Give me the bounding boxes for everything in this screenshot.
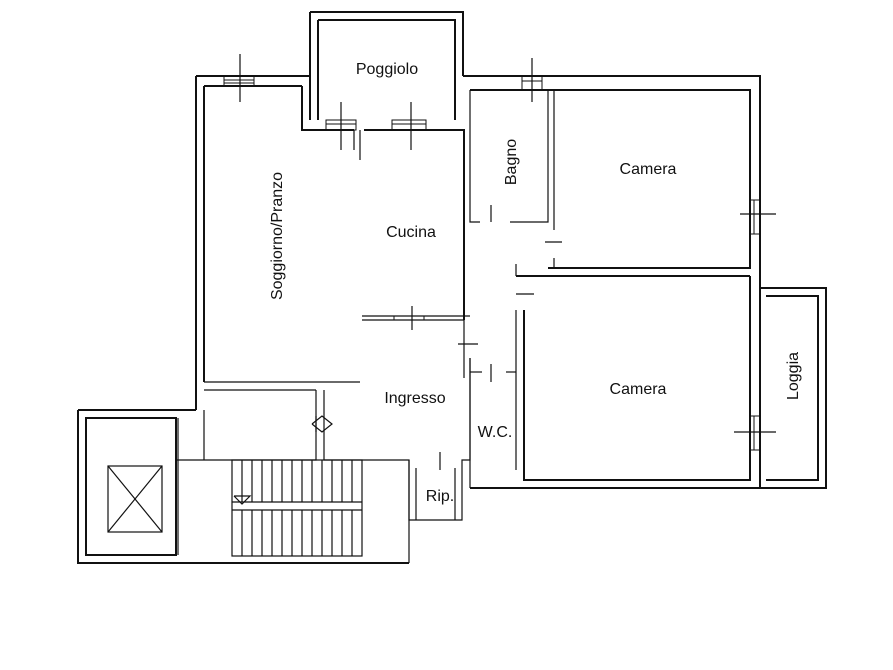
outer-walls: [77, 11, 827, 564]
room-label-camera-bottom: Camera: [610, 381, 667, 398]
room-label-ingresso: Ingresso: [384, 390, 445, 407]
room-label-poggiolo: Poggiolo: [356, 61, 418, 78]
room-label-ripostiglio: Rip.: [426, 488, 454, 505]
room-label-wc: W.C.: [478, 424, 513, 441]
door-marks: [311, 205, 562, 470]
staircase: [231, 459, 363, 557]
elevator-shaft: [107, 465, 163, 533]
interior-walls: [176, 90, 555, 563]
room-label-cucina: Cucina: [386, 224, 436, 241]
room-label-soggiorno-pranzo: Soggiorno/Pranzo: [269, 172, 286, 300]
room-label-loggia: Loggia: [785, 352, 802, 400]
windows: [223, 54, 776, 451]
room-label-camera-top: Camera: [620, 161, 677, 178]
room-label-bagno: Bagno: [503, 139, 520, 185]
